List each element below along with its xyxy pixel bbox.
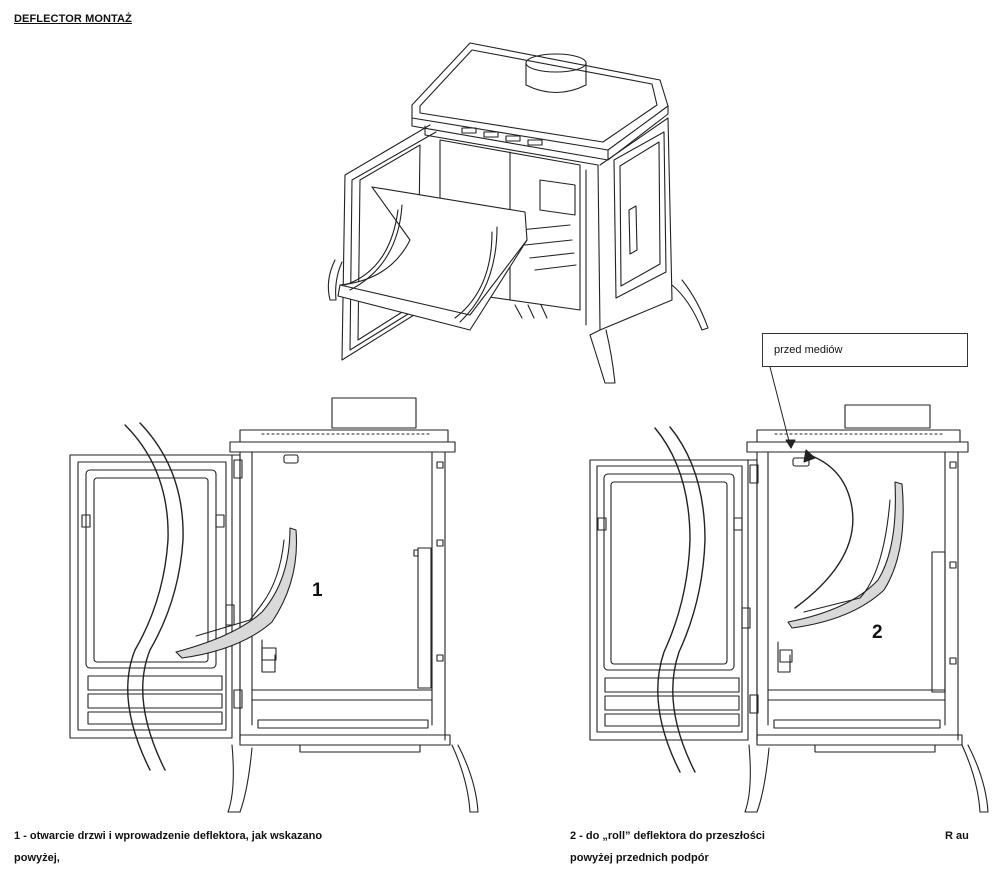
caption-step-two: 2 - do „roll” deflektora do przeszłości … bbox=[570, 825, 820, 869]
step-one-marker: 1 bbox=[312, 580, 323, 601]
callout-box: przed mediów bbox=[762, 333, 968, 367]
caption-step-two-line1: 2 - do „roll” deflektora do przeszłości bbox=[570, 830, 765, 842]
callout-text: przed mediów bbox=[774, 344, 843, 356]
stove-perspective-drawing bbox=[327, 42, 709, 384]
caption-step-two-line2: powyżej przednich podpór bbox=[570, 852, 709, 864]
stove-front-view-step-one bbox=[69, 397, 479, 813]
step-two-marker: 2 bbox=[872, 622, 883, 643]
stove-front-view-step-two bbox=[589, 366, 989, 813]
caption-step-one-line1: 1 - otwarcie drzwi i wprowadzenie deflek… bbox=[14, 830, 323, 842]
side-note: R au bbox=[945, 830, 969, 842]
caption-step-one-line2: powyżej, bbox=[14, 852, 60, 864]
caption-step-one: 1 - otwarcie drzwi i wprowadzenie deflek… bbox=[14, 825, 414, 869]
document-title: DEFLECTOR MONTAŻ bbox=[14, 13, 132, 25]
